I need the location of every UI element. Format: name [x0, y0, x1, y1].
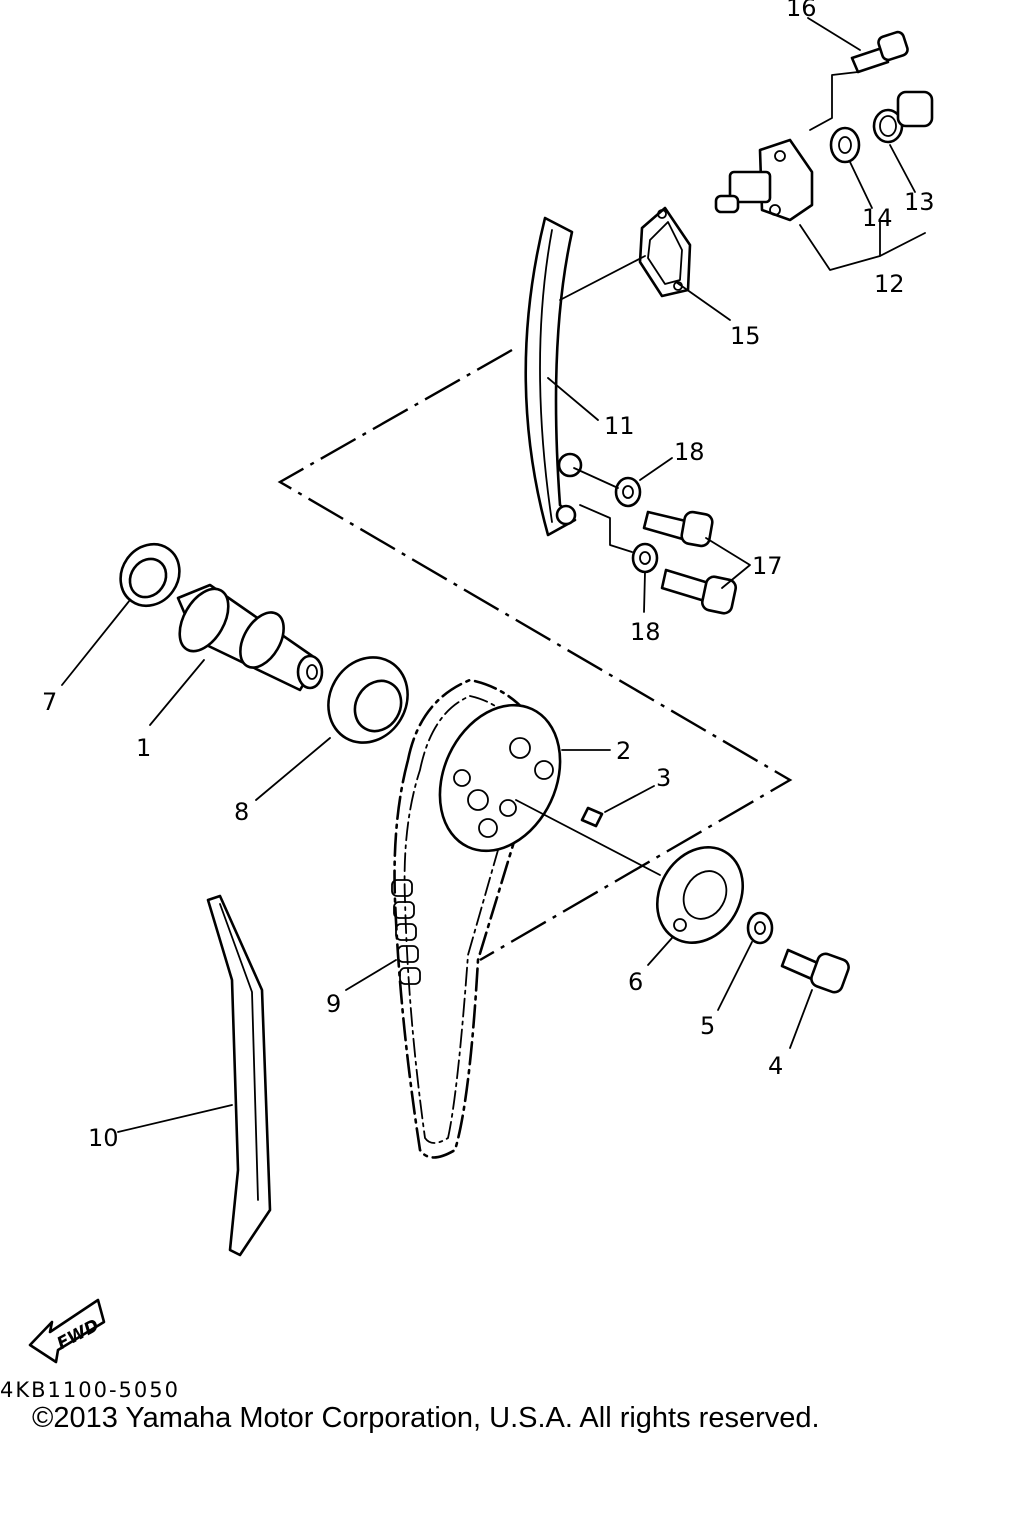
- callout-2: 2: [616, 737, 631, 765]
- callout-18-upper: 18: [674, 438, 705, 466]
- callout-7: 7: [42, 688, 57, 716]
- chain-tensioner-assembly: [714, 138, 814, 222]
- callout-9: 9: [326, 990, 341, 1018]
- cam-chain-9: [391, 678, 547, 1159]
- callout-14: 14: [862, 204, 893, 232]
- tensioner-gasket: [638, 206, 692, 298]
- bolt-16: [850, 30, 909, 74]
- camshaft-bearing-7: [119, 542, 181, 608]
- callout-12: 12: [874, 270, 905, 298]
- callout-4: 4: [768, 1052, 783, 1080]
- copyright-notice: ©2013 Yamaha Motor Corporation, U.S.A. A…: [32, 1402, 820, 1434]
- part-code: 4KB1100-5050: [0, 1378, 181, 1402]
- callout-6: 6: [628, 968, 643, 996]
- leader-lines: [61, 17, 926, 1133]
- callout-17: 17: [752, 552, 783, 580]
- forward-direction-arrow: FWD: [28, 1298, 106, 1364]
- callout-11: 11: [604, 412, 635, 440]
- washer-18-upper: [614, 476, 642, 508]
- plug-bolt-13: [872, 90, 934, 144]
- dowel-pin-3: [580, 806, 604, 828]
- cam-sprocket-2: [438, 703, 562, 853]
- camshaft-bearing-8: [327, 656, 409, 744]
- camshaft-1: [176, 583, 324, 692]
- washer-14: [829, 126, 861, 164]
- callout-8: 8: [234, 798, 249, 826]
- chain-guide-10: [206, 894, 272, 1257]
- callout-13: 13: [904, 188, 935, 216]
- callout-1: 1: [136, 734, 151, 762]
- callout-18-lower: 18: [630, 618, 661, 646]
- washer-5: [746, 911, 774, 945]
- washer-18-lower: [631, 542, 659, 574]
- assembly-outline: [277, 348, 793, 962]
- bolt-4: [780, 948, 850, 994]
- plate-6: [655, 846, 745, 944]
- chain-tensioner-guide: [524, 216, 583, 537]
- callout-16: 16: [786, 0, 817, 22]
- callout-5: 5: [700, 1012, 715, 1040]
- callout-15: 15: [730, 322, 761, 350]
- callout-3: 3: [656, 764, 671, 792]
- callout-10: 10: [88, 1124, 119, 1152]
- bolt-17-lower: [660, 568, 738, 615]
- bolt-17-upper: [642, 510, 714, 548]
